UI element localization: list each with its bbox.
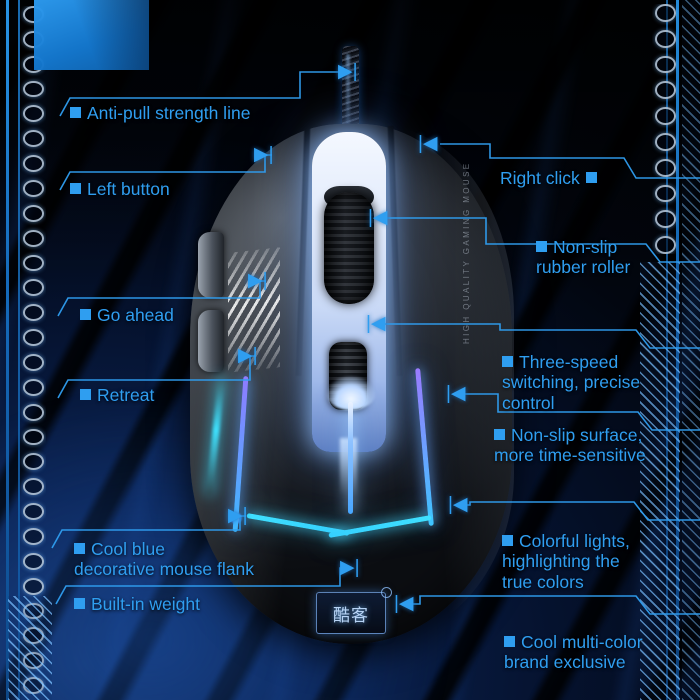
callout-non-slip-rubber-roller[interactable]: Non-slip rubber roller — [536, 216, 630, 278]
bullet-square-icon — [70, 182, 81, 194]
bullet-square-icon — [80, 388, 91, 400]
callout-label: Left button — [87, 178, 170, 199]
callout-label: Right click — [500, 167, 580, 188]
via-ring-icon — [22, 528, 44, 545]
marker-non-slip-surface: |◀ — [446, 383, 466, 404]
marker-cool-multi-color: |◀ — [394, 593, 414, 614]
bullet-square-icon — [504, 635, 515, 647]
callout-label: Go ahead — [97, 304, 174, 325]
bullet-square-icon — [502, 534, 513, 546]
via-ring-icon — [654, 81, 676, 100]
brand-logo-badge: 酷客 — [316, 592, 386, 634]
callout-label: Non-slip surface, more time-sensitive — [494, 424, 646, 466]
via-ring-icon — [654, 29, 676, 48]
via-ring-icon — [22, 254, 44, 272]
via-ring-icon — [22, 180, 44, 197]
side-button-back — [198, 310, 224, 372]
via-ring-icon — [22, 329, 44, 347]
via-ring-icon — [22, 403, 44, 421]
marker-built-in-weight: ▶| — [340, 557, 360, 578]
callout-go-ahead[interactable]: Go ahead — [80, 284, 174, 325]
via-ring-icon — [22, 130, 44, 148]
via-ring-icon — [22, 155, 44, 173]
via-ring-icon — [654, 184, 676, 203]
via-ring-icon — [22, 478, 44, 496]
bullet-square-icon — [74, 542, 85, 554]
callout-label: Non-slip rubber roller — [536, 236, 631, 278]
cable-highlight — [346, 54, 350, 172]
brand-logo-dot — [381, 587, 392, 598]
via-ring-icon — [22, 453, 44, 471]
callout-label: Built-in weight — [91, 593, 200, 614]
via-ring-icon — [654, 132, 676, 151]
callout-non-slip-surface[interactable]: Non-slip surface, more time-sensitive — [494, 404, 646, 466]
bullet-square-icon — [585, 171, 597, 183]
callout-colorful-lights[interactable]: Colorful lights, highlighting the true c… — [502, 510, 630, 593]
callout-label: Cool multi-color brand exclusive — [504, 631, 643, 673]
bullet-square-icon — [74, 597, 85, 609]
marker-non-slip-roller: |◀ — [368, 207, 388, 228]
bullet-square-icon — [70, 106, 81, 118]
via-ring-icon — [22, 204, 44, 222]
flank-microtext: HIGH QUALITY GAMING MOUSE — [462, 161, 471, 344]
frame-right-hatch — [640, 262, 680, 700]
callout-cool-blue-decorative-mouse-flank[interactable]: Cool blue decorative mouse flank — [74, 518, 254, 580]
marker-right-click: |◀ — [418, 133, 438, 154]
via-ring-icon — [22, 552, 44, 570]
callout-retreat[interactable]: Retreat — [80, 364, 154, 405]
via-ring-icon — [22, 304, 44, 322]
marker-cool-blue-flank: ▶| — [228, 505, 248, 526]
frame-right-edge-hatch — [682, 0, 700, 700]
callout-cool-multi-color-brand-exclusive[interactable]: Cool multi-color brand exclusive — [504, 611, 643, 673]
marker-colorful-lights: |◀ — [448, 494, 468, 515]
via-ring-icon — [654, 55, 676, 74]
bullet-square-icon — [536, 240, 547, 252]
rgb-groove-center — [348, 402, 353, 514]
bullet-square-icon — [80, 308, 91, 320]
marker-anti-pull: ▶| — [338, 61, 358, 82]
via-ring-icon — [22, 428, 44, 446]
frame-left-via-rings — [20, 6, 46, 694]
bullet-square-icon — [494, 428, 505, 440]
marker-retreat: ▶| — [238, 345, 258, 366]
callout-label: Cool blue decorative mouse flank — [74, 538, 254, 580]
via-ring-icon — [22, 229, 44, 247]
via-ring-icon — [22, 503, 44, 521]
frame-left-rail-inner — [18, 0, 20, 700]
callout-right-click[interactable]: Right click — [500, 147, 597, 188]
marker-left-button: ▶| — [254, 144, 274, 165]
callout-label: Anti-pull strength line — [87, 102, 251, 123]
via-ring-icon — [654, 158, 676, 177]
via-ring-icon — [22, 279, 44, 297]
scroll-wheel — [324, 192, 374, 304]
frame-bottom-left-hatch — [8, 596, 52, 700]
via-ring-icon — [22, 105, 44, 123]
marker-go-ahead: ▶| — [248, 270, 268, 291]
corner-accent-shade — [34, 0, 149, 70]
via-ring-icon — [654, 236, 676, 254]
callout-label: Retreat — [97, 384, 155, 405]
callout-left-button[interactable]: Left button — [70, 158, 170, 199]
via-ring-icon — [22, 354, 44, 371]
bullet-square-icon — [502, 355, 513, 367]
frame-left-rail-outer — [6, 0, 9, 700]
via-ring-icon — [22, 378, 44, 396]
side-button-forward — [198, 232, 224, 298]
via-ring-icon — [22, 80, 44, 98]
callout-three-speed-switching[interactable]: Three-speed switching, precise control — [502, 331, 640, 414]
callout-label: Colorful lights, highlighting the true c… — [502, 530, 630, 592]
via-ring-icon — [654, 4, 676, 22]
callout-anti-pull-strength-line[interactable]: Anti-pull strength line — [70, 82, 250, 123]
via-ring-icon — [654, 210, 676, 229]
callout-built-in-weight[interactable]: Built-in weight — [74, 573, 200, 614]
via-ring-icon — [22, 577, 44, 595]
via-ring-icon — [654, 107, 676, 125]
callout-label: Three-speed switching, precise control — [502, 351, 641, 413]
marker-three-speed: |◀ — [366, 313, 386, 334]
frame-right-via-rings — [652, 4, 678, 254]
